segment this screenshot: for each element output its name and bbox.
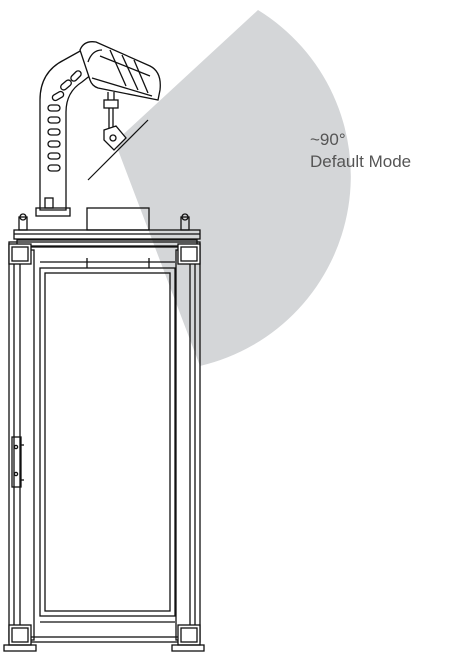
angle-value: ~90° [310,130,346,149]
angle-annotation: ~90° Default Mode [310,129,411,173]
sweep-area [115,10,351,366]
camera-arm [35,41,161,217]
pole-frame [3,207,205,652]
mode-label: Default Mode [310,152,412,171]
